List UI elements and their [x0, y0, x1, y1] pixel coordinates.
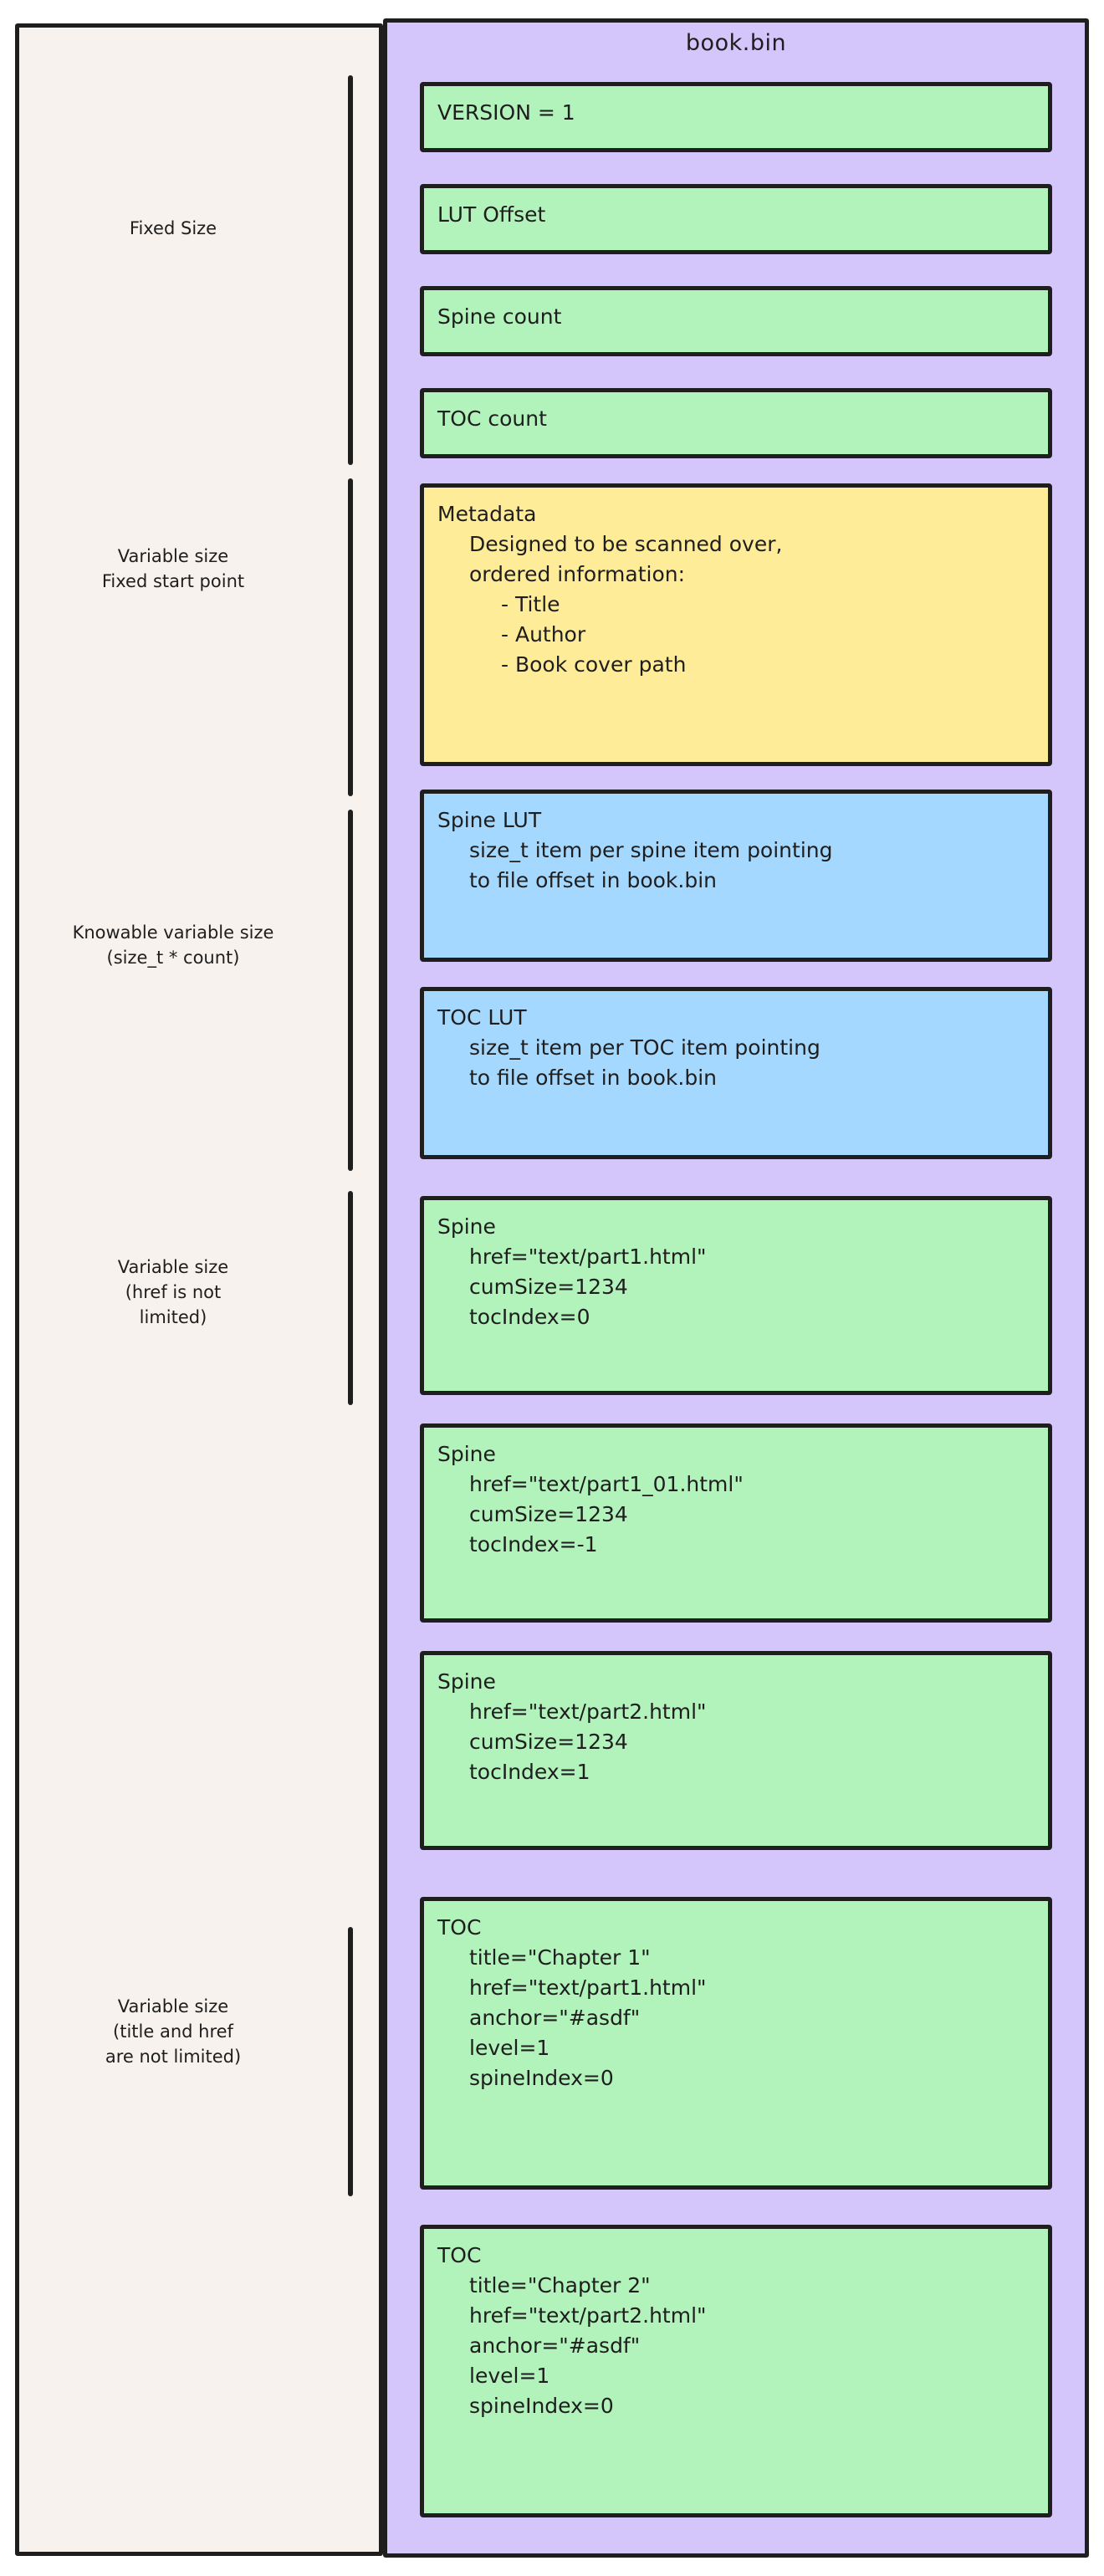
- block-body-line: ordered information:: [469, 562, 686, 586]
- bracket-knowable-variable-size: [348, 810, 353, 1171]
- block-body-line: title="Chapter 1": [469, 1945, 651, 1970]
- bracket-variable-title-href: [348, 1927, 353, 2196]
- block-spine-count[interactable]: Spine count: [420, 286, 1052, 356]
- block-body-line: to file offset in book.bin: [469, 1066, 718, 1090]
- block-body-line: href="text/part1.html": [469, 1245, 707, 1269]
- block-title: Spine LUT: [437, 808, 542, 832]
- block-spine-3[interactable]: Spine href="text/part2.html" cumSize=1234 t…: [420, 1651, 1052, 1850]
- block-title: Spine: [437, 1214, 496, 1239]
- block-title: VERSION = 1: [437, 100, 575, 125]
- page-title: book.bin: [685, 30, 787, 56]
- block-body-line: to file offset in book.bin: [469, 868, 718, 892]
- block-body-line: level=1: [469, 2364, 550, 2388]
- block-body-line: size_t item per TOC item pointing: [469, 1035, 820, 1060]
- block-toc-2[interactable]: TOC title="Chapter 2" href="text/part2.htm…: [420, 2225, 1052, 2517]
- block-body-line: href="text/part1_01.html": [469, 1472, 744, 1496]
- block-bullet-line: - Title: [501, 592, 560, 616]
- group-label-fixed-size: Fixed Size: [129, 218, 217, 238]
- block-bullet-line: - Author: [501, 622, 586, 647]
- block-version[interactable]: VERSION = 1: [420, 82, 1052, 152]
- block-spine-lut[interactable]: Spine LUT size_t item per spine item poin…: [420, 790, 1052, 962]
- group-label-variable-href: Variable size (href is not limited): [117, 1257, 229, 1327]
- block-spine-1[interactable]: Spine href="text/part1.html" cumSize=1234 t…: [420, 1196, 1052, 1395]
- block-title: Metadata: [437, 502, 537, 526]
- block-title: Spine count: [437, 304, 562, 329]
- group-label-knowable-variable-size: Knowable variable size (size_t * count): [72, 923, 274, 968]
- group-label-variable-title-href: Variable size (title and href are not li…: [105, 1996, 242, 2067]
- block-body-line: cumSize=1234: [469, 1275, 628, 1299]
- block-body-line: href="text/part2.html": [469, 1699, 707, 1724]
- block-title: TOC: [437, 2243, 482, 2267]
- bracket-variable-fixed-start: [348, 478, 353, 796]
- block-title: TOC: [437, 1915, 482, 1940]
- block-body-line: spineIndex=0: [469, 2394, 614, 2418]
- block-toc-count[interactable]: TOC count: [420, 388, 1052, 458]
- block-body-line: title="Chapter 2": [469, 2273, 651, 2297]
- block-bullet-line: - Book cover path: [501, 652, 687, 677]
- block-body-line: Designed to be scanned over,: [469, 532, 783, 556]
- block-body-line: spineIndex=0: [469, 2066, 614, 2090]
- group-label-variable-fixed-start: Variable size Fixed start point: [101, 546, 245, 591]
- block-lut-offset[interactable]: LUT Offset: [420, 184, 1052, 254]
- block-title: Spine: [437, 1669, 496, 1694]
- block-spine-2[interactable]: Spine href="text/part1_01.html" cumSize=12…: [420, 1423, 1052, 1623]
- block-body-line: href="text/part1.html": [469, 1975, 707, 2000]
- block-body-line: size_t item per spine item pointing: [469, 838, 833, 862]
- block-body-line: level=1: [469, 2036, 550, 2060]
- block-body-line: anchor="#asdf": [469, 2006, 641, 2030]
- block-toc-1[interactable]: TOC title="Chapter 1" href="text/part1.htm…: [420, 1897, 1052, 2190]
- block-title: TOC LUT: [437, 1005, 527, 1030]
- block-toc-lut[interactable]: TOC LUT size_t item per TOC item pointing…: [420, 987, 1052, 1159]
- block-body-line: cumSize=1234: [469, 1502, 628, 1526]
- block-body-line: tocIndex=-1: [469, 1532, 598, 1556]
- block-body-line: cumSize=1234: [469, 1730, 628, 1754]
- block-title: Spine: [437, 1442, 496, 1466]
- block-body-line: tocIndex=1: [469, 1760, 590, 1784]
- block-body-line: tocIndex=0: [469, 1305, 590, 1329]
- bracket-fixed-size: [348, 75, 353, 465]
- block-title: TOC count: [437, 406, 547, 431]
- bracket-variable-href: [348, 1191, 353, 1405]
- block-body-line: href="text/part2.html": [469, 2303, 707, 2328]
- block-title: LUT Offset: [437, 202, 546, 227]
- block-body-line: anchor="#asdf": [469, 2333, 641, 2358]
- left-annotation-panel: [15, 23, 383, 2556]
